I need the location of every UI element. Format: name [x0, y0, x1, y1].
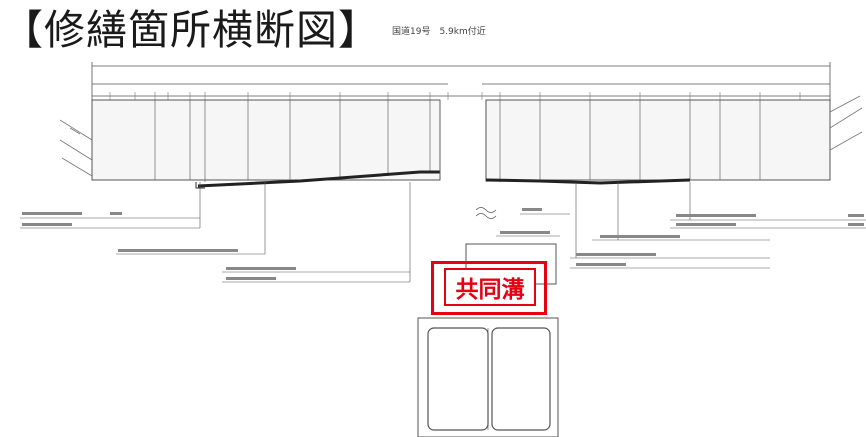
left-roadway-section	[91, 99, 441, 189]
leader-lines-right	[496, 182, 866, 269]
dimension-ticks	[109, 92, 801, 100]
page-title: 【修繕箇所横断図】	[2, 6, 380, 54]
utility-tunnel	[417, 243, 559, 437]
location-subtitle: 国道19号 5.9km付近	[392, 27, 486, 37]
break-symbol	[475, 207, 497, 219]
right-slope	[829, 95, 863, 151]
right-roadway-section	[485, 99, 831, 185]
left-slope	[59, 119, 93, 177]
utility-tunnel-callout-frame	[431, 261, 547, 315]
overall-dimension-line	[91, 62, 831, 100]
leader-lines-left	[20, 182, 411, 283]
annotation-marks	[22, 208, 864, 280]
median-gap	[439, 100, 487, 182]
utility-tunnel-label: 共同溝	[444, 268, 536, 306]
